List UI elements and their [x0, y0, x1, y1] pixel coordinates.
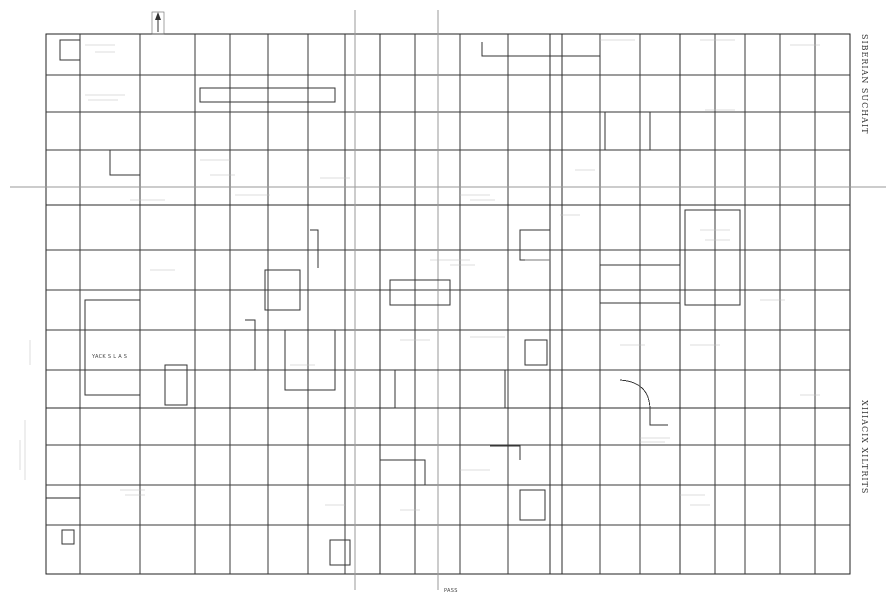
block-label: YACK S L A S — [91, 354, 127, 360]
map-frame — [45, 33, 851, 575]
annotations — [19, 39, 820, 511]
bottom-label: PASS — [444, 588, 458, 594]
north-arrow-icon — [151, 11, 165, 35]
road-lines — [46, 34, 850, 574]
lot-details — [59, 39, 741, 566]
center-lines — [10, 10, 886, 590]
side-title-bottom: XIIIACIX XILTRITS — [860, 400, 869, 494]
side-title-top: SIBERIAN SUCHAIT — [860, 34, 869, 134]
section-grid — [46, 34, 850, 574]
